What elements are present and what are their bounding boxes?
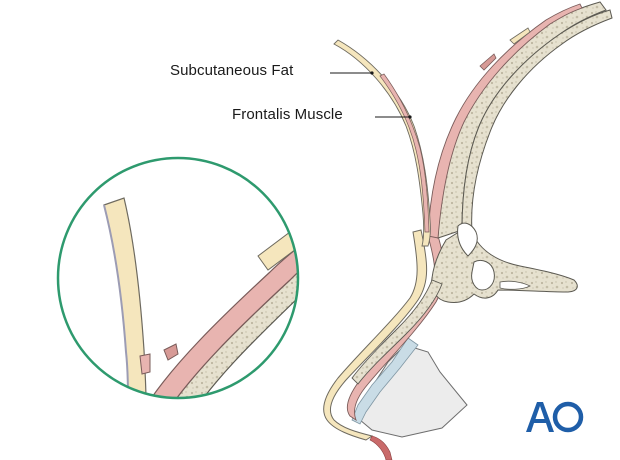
fat-flap-top: [509, 27, 531, 45]
skin-fat-layer: [323, 229, 428, 441]
leader-dot-muscle: [408, 115, 412, 119]
frontal-sinus-bone: [431, 9, 613, 303]
zoom-fat-band: [257, 231, 298, 271]
label-subcutaneous-fat: Subcutaneous Fat: [170, 62, 294, 79]
nasal-bone: [351, 279, 443, 385]
orbital-roof-gap: [499, 280, 531, 290]
label-frontalis-muscle: Frontalis Muscle: [232, 106, 343, 123]
periosteum-membrane: [351, 337, 419, 425]
leader-dot-fat: [370, 71, 374, 75]
frontalis-muscle-flap: [379, 73, 430, 233]
zoom-skin-line: [103, 204, 129, 398]
zoom-muscle-tab-lower: [139, 353, 151, 375]
ao-logo: [526, 401, 584, 433]
zoom-muscle-tab-upper: [163, 343, 179, 361]
ao-logo-letter-o: [552, 401, 584, 433]
frontal-sinus-cavity: [457, 222, 478, 257]
vessel: [369, 435, 393, 460]
muscle-flap-top: [479, 53, 497, 71]
zoom-circle-outline: [56, 156, 300, 400]
orbital-roof-cavity: [471, 259, 495, 291]
zoom-muscle-band: [149, 235, 298, 398]
ao-logo-letter-a: [526, 402, 554, 432]
frontalis-muscle-upper: [427, 3, 583, 239]
zoom-detail: [58, 158, 298, 398]
